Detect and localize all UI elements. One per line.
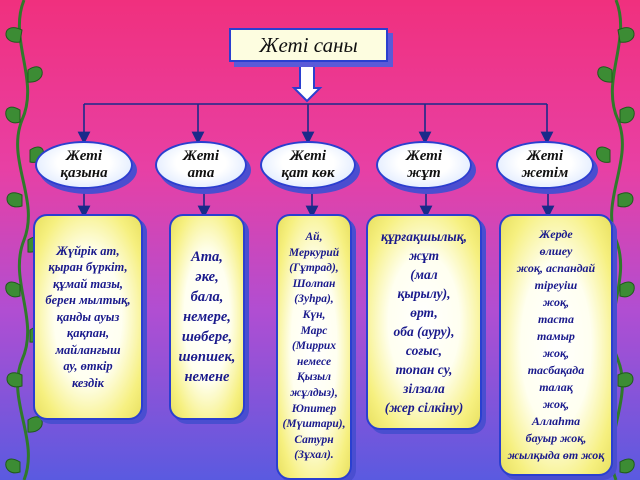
category-heading-text: Жеті ата	[182, 148, 220, 181]
category-heading-zhut: Жеті жұт	[376, 141, 472, 189]
category-heading-zhetim: Жеті жетім	[496, 141, 594, 189]
diagram-title: Жеті саны	[229, 28, 388, 62]
category-heading-qat-kok: Жеті қат көк	[260, 141, 356, 189]
category-list-qazyna: Жүйрік ат, қыран бүркіт, құмай тазы, бер…	[33, 214, 143, 420]
category-heading-qazyna: Жеті қазына	[35, 141, 133, 189]
category-list-text: Жерде өлшеу жоқ, аспандай тіреуіш жоқ, т…	[507, 227, 605, 462]
category-heading-text: Жеті жетім	[521, 148, 569, 181]
diagram-title-text: Жеті саны	[259, 32, 358, 57]
category-list-text: Ай, Меркурий (Гұтрад), Шолпан (Зуһра), К…	[282, 231, 346, 462]
category-list-qat-kok: Ай, Меркурий (Гұтрад), Шолпан (Зуһра), К…	[276, 214, 352, 480]
category-list-text: құрғақшылық, жұт (мал қырылу), өрт, оба …	[380, 229, 468, 415]
category-heading-text: Жеті қазына	[60, 148, 108, 181]
category-heading-text: Жеті қат көк	[281, 148, 335, 181]
down-arrow-icon	[291, 59, 323, 103]
category-heading-ata: Жеті ата	[155, 141, 247, 189]
category-heading-text: Жеті жұт	[405, 148, 443, 181]
category-list-text: Ата, әке, бала, немере, шөбере, шөпшек, …	[178, 249, 236, 385]
category-list-ata: Ата, әке, бала, немере, шөбере, шөпшек, …	[169, 214, 245, 420]
category-list-zhetim: Жерде өлшеу жоқ, аспандай тіреуіш жоқ, т…	[499, 214, 613, 476]
category-list-zhut: құрғақшылық, жұт (мал қырылу), өрт, оба …	[366, 214, 482, 430]
category-list-text: Жүйрік ат, қыран бүркіт, құмай тазы, бер…	[45, 243, 131, 390]
